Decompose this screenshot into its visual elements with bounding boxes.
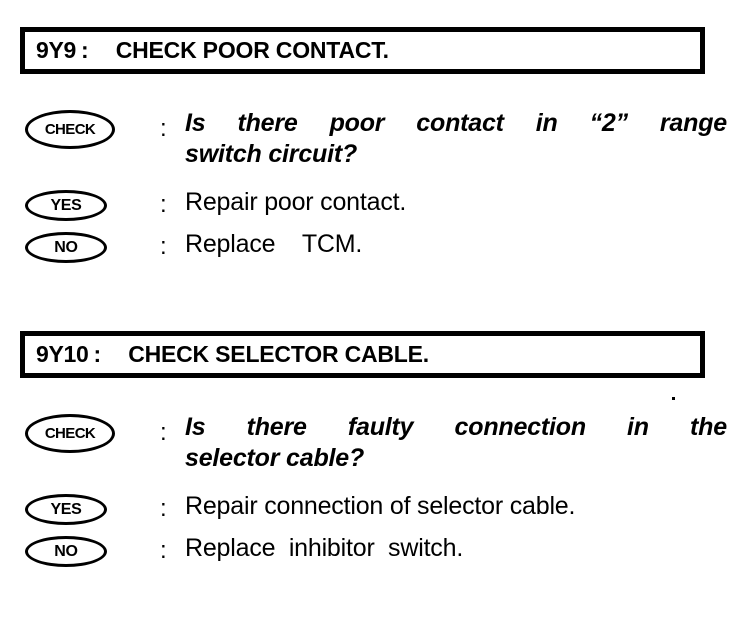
question-word: the xyxy=(690,413,727,441)
check-question-text: Is there poor contact in “2” range switc… xyxy=(185,108,727,170)
yes-bubble-label: YES xyxy=(50,196,82,214)
question-word: there xyxy=(246,413,307,441)
question-word: faulty xyxy=(347,413,414,441)
question-word: in xyxy=(535,109,558,137)
no-bubble-label: NO xyxy=(54,542,78,560)
step-separator: : xyxy=(81,37,89,63)
step-title-label: CHECK POOR CONTACT. xyxy=(115,37,389,63)
no-bubble: NO xyxy=(25,232,107,263)
yes-bubble: YES xyxy=(25,190,107,221)
question-word: Is xyxy=(185,109,206,137)
scan-speck xyxy=(672,397,675,400)
step-separator: : xyxy=(93,341,102,367)
question-line-1: Is there poor contact in “2” range xyxy=(185,108,727,139)
no-bubble-label: NO xyxy=(54,238,78,256)
question-line-2: selector cable? xyxy=(185,443,727,474)
question-word: range xyxy=(659,109,727,137)
row-separator: : xyxy=(160,537,167,564)
row-separator: : xyxy=(160,233,167,260)
no-answer-text: Replace TCM. xyxy=(185,230,363,258)
row-separator: : xyxy=(160,495,167,522)
question-word: selector cable? xyxy=(185,444,365,472)
yes-bubble-label: YES xyxy=(50,500,82,518)
question-word: there xyxy=(237,109,298,137)
no-bubble: NO xyxy=(25,536,107,567)
question-word: connection xyxy=(454,413,587,441)
row-separator: : xyxy=(160,191,167,218)
step-header-content: 9Y9 : CHECK POOR CONTACT. xyxy=(25,32,700,69)
step-title-label: CHECK SELECTOR CABLE. xyxy=(128,341,429,367)
question-word: contact xyxy=(416,109,504,137)
row-separator: : xyxy=(160,115,167,142)
check-bubble-label: CHECK xyxy=(44,121,96,138)
row-separator: : xyxy=(160,419,167,446)
no-answer-text: Replace inhibitor switch. xyxy=(185,534,464,562)
question-word: in xyxy=(627,413,649,441)
check-bubble: CHECK xyxy=(25,414,115,453)
question-word: Is xyxy=(185,413,206,441)
yes-answer-text: Repair poor contact. xyxy=(185,188,407,216)
step-header-box-9y10: 9Y10 : CHECK SELECTOR CABLE. xyxy=(20,331,705,378)
step-id-label: 9Y9 xyxy=(36,37,77,63)
check-bubble-label: CHECK xyxy=(44,425,96,442)
check-question-text: Is there faulty connection in the select… xyxy=(185,412,727,474)
question-word: poor xyxy=(329,109,385,137)
step-header-content: 9Y10 : CHECK SELECTOR CABLE. xyxy=(25,336,700,373)
question-line-1: Is there faulty connection in the xyxy=(185,412,727,443)
check-bubble: CHECK xyxy=(25,110,115,149)
yes-bubble: YES xyxy=(25,494,107,525)
question-line-2: switch circuit? xyxy=(185,139,727,170)
step-header-box-9y9: 9Y9 : CHECK POOR CONTACT. xyxy=(20,27,705,74)
question-word: “2” xyxy=(589,109,629,137)
question-word: switch circuit? xyxy=(185,140,358,168)
yes-answer-text: Repair connection of selector cable. xyxy=(185,492,576,520)
step-id-label: 9Y10 xyxy=(36,341,89,367)
